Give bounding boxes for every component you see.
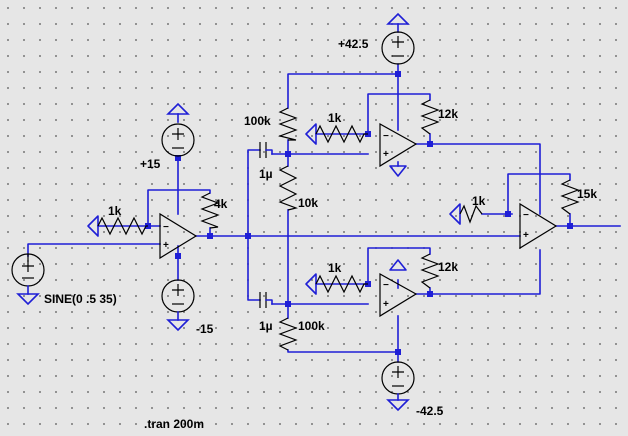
r-in-out-label: 1k xyxy=(472,194,486,208)
r-bias-top-label: 100k xyxy=(244,114,271,128)
v-in-label: SINE(0 .5 35) xyxy=(44,292,117,306)
input-voltage-source[interactable]: SINE(0 .5 35) xyxy=(11,253,117,306)
ground-icon xyxy=(167,319,189,331)
r-in-bot-label: 1k xyxy=(328,261,342,275)
capacitor-c-bot[interactable]: 1µ xyxy=(259,292,273,333)
ground-icon xyxy=(389,259,407,271)
v-neg15-label: -15 xyxy=(196,322,214,336)
ground-icon xyxy=(387,13,409,25)
c-bot-label: 1µ xyxy=(259,319,273,333)
svg-text:+: + xyxy=(523,230,529,241)
resistor-r-in-bot[interactable]: 1k xyxy=(315,261,368,294)
supply-source-neg15[interactable]: -15 xyxy=(161,279,214,336)
svg-text:+: + xyxy=(383,299,389,310)
r-fb-out-label: 15k xyxy=(577,187,597,201)
ground-icon xyxy=(389,165,407,177)
ground-icon xyxy=(305,123,317,145)
svg-text:+: + xyxy=(383,149,389,160)
r-bias-mid-label: 10k xyxy=(298,196,318,210)
opamp-input-stage[interactable]: − + xyxy=(159,212,198,260)
svg-text:−: − xyxy=(163,222,169,233)
resistor-r-fb-out[interactable]: 15k xyxy=(560,179,597,215)
ground-icon xyxy=(17,293,39,305)
capacitor-c-top[interactable]: 1µ xyxy=(259,142,273,181)
svg-text:−: − xyxy=(383,280,389,291)
resistor-r-bias-bot[interactable]: 100k xyxy=(278,317,325,351)
c-top-label: 1µ xyxy=(259,167,273,181)
v-pos42-label: +42.5 xyxy=(338,37,369,51)
resistor-r-fb1[interactable]: 4k xyxy=(200,192,228,229)
resistor-r-in1[interactable]: 1k xyxy=(97,204,148,236)
r-in-top-label: 1k xyxy=(328,111,342,125)
svg-text:−: − xyxy=(523,210,529,221)
resistor-r-bias-mid[interactable]: 10k xyxy=(278,165,318,211)
r-fb-bot-label: 12k xyxy=(438,260,458,274)
ground-icon xyxy=(167,103,189,115)
supply-source-neg42[interactable]: -42.5 xyxy=(381,361,444,418)
resistor-r-in-top[interactable]: 1k xyxy=(315,111,368,144)
resistor-r-fb-bot[interactable]: 12k xyxy=(420,253,458,289)
spice-directive[interactable]: .tran 200m xyxy=(144,417,204,431)
svg-text:+: + xyxy=(163,240,169,251)
resistor-r-in-out[interactable]: 1k xyxy=(459,194,486,224)
opamp-top-channel[interactable]: − + xyxy=(379,122,418,168)
ground-icon xyxy=(387,399,409,411)
input-grounds xyxy=(87,123,461,295)
v-neg42-label: -42.5 xyxy=(416,404,444,418)
ground-icon xyxy=(87,215,99,237)
opamp-bottom-channel[interactable]: − + xyxy=(379,272,418,318)
ground-icon xyxy=(305,273,317,295)
resistor-r-bias-top[interactable]: 100k xyxy=(244,107,298,141)
svg-text:−: − xyxy=(383,131,389,142)
r-fb1-label: 4k xyxy=(214,197,228,211)
supply-source-pos42[interactable]: +42.5 xyxy=(338,13,415,65)
ground-icon xyxy=(449,203,461,225)
v-pos15-label: +15 xyxy=(140,157,161,171)
r-in1-label: 1k xyxy=(108,204,122,218)
wires xyxy=(27,63,621,363)
r-fb-top-label: 12k xyxy=(438,107,458,121)
opamp-output-stage[interactable]: − + xyxy=(519,202,558,250)
resistor-r-fb-top[interactable]: 12k xyxy=(420,99,458,135)
r-bias-bot-label: 100k xyxy=(298,319,325,333)
junctions xyxy=(145,71,573,355)
supply-source-pos15[interactable]: +15 xyxy=(140,103,195,171)
